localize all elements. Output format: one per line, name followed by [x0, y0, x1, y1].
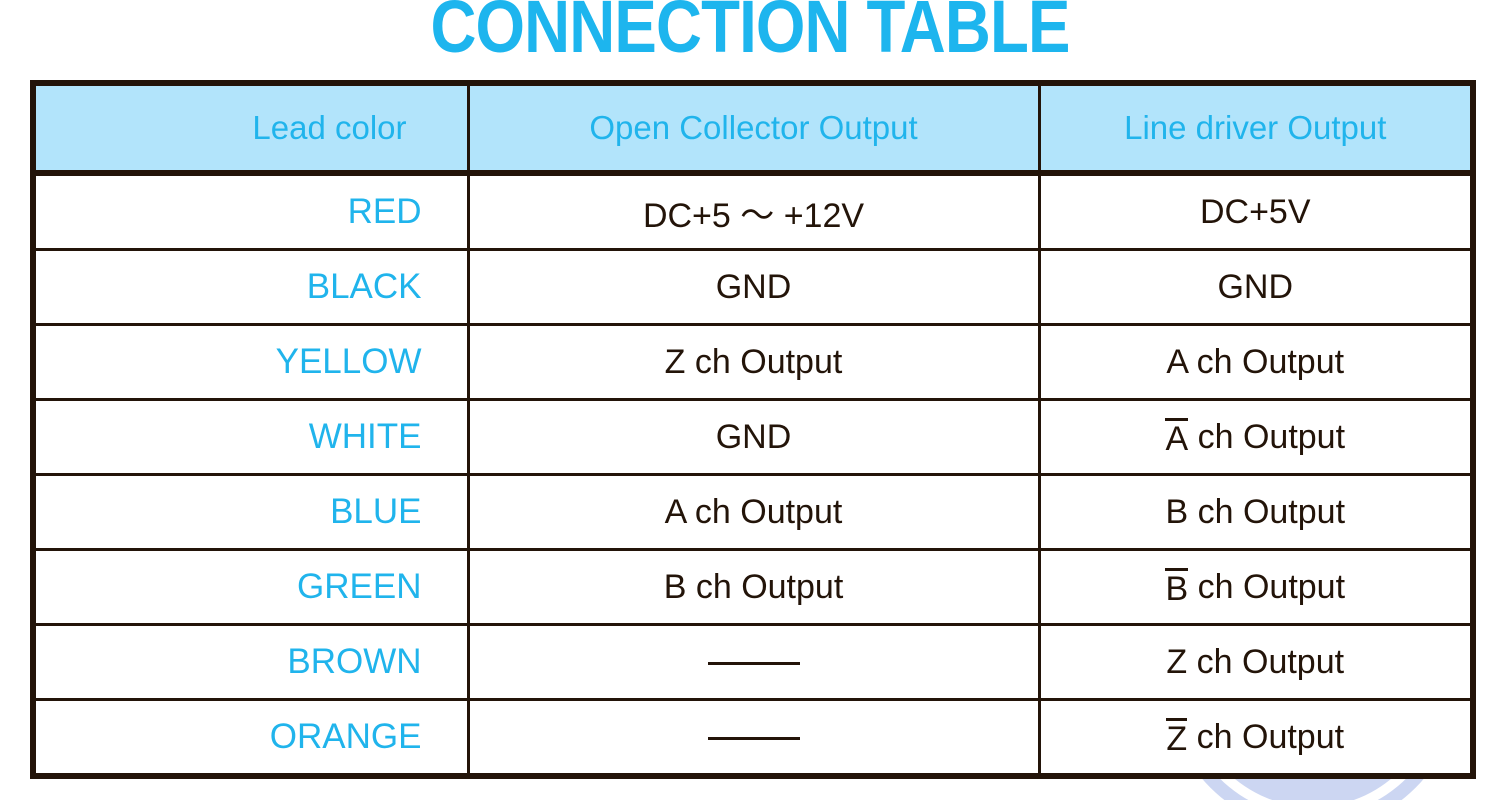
cell-lead-color: GREEN [30, 548, 470, 626]
column-header-open-collector-output: Open Collector Output [466, 80, 1041, 176]
cell-lead-color: BLACK [30, 248, 470, 326]
cell-open-collector-output: Z ch Output [466, 323, 1041, 401]
cell-line-driver-text: ch Output [1188, 417, 1346, 456]
cell-line-driver-output: GND [1037, 248, 1476, 326]
cell-lead-color: YELLOW [30, 323, 470, 401]
cell-lead-color: BLUE [30, 473, 470, 551]
cell-line-driver-output: A ch Output [1037, 398, 1476, 476]
cell-open-collector-output: B ch Output [466, 548, 1041, 626]
table-row: BROWN Z ch Output [30, 623, 1476, 701]
table-header-row: Lead color Open Collector Output Line dr… [30, 80, 1476, 176]
dash-placeholder [707, 737, 800, 741]
cell-open-collector-output: GND [466, 398, 1041, 476]
cell-line-driver-output: B ch Output [1037, 473, 1476, 551]
table-row: ORANGE Z ch Output [30, 698, 1476, 779]
cell-line-driver-text: ch Output [1188, 567, 1346, 606]
page-title: CONNECTION TABLE [430, 0, 1070, 68]
cell-open-collector-output [466, 698, 1041, 779]
column-header-lead-color: Lead color [30, 80, 470, 176]
cell-line-driver-output: Z ch Output [1037, 623, 1476, 701]
cell-line-driver-output: Z ch Output [1037, 698, 1476, 779]
cell-line-driver-output: DC+5V [1037, 171, 1476, 251]
cell-lead-color: WHITE [30, 398, 470, 476]
cell-open-collector-output: A ch Output [466, 473, 1041, 551]
cell-open-collector-output [466, 623, 1041, 701]
cell-lead-color: BROWN [30, 623, 470, 701]
connection-table: Lead color Open Collector Output Line dr… [30, 80, 1476, 779]
table-header: Lead color Open Collector Output Line dr… [30, 80, 1476, 176]
connection-table-container: Lead color Open Collector Output Line dr… [30, 80, 1476, 779]
overline-symbol: Z [1166, 717, 1188, 758]
cell-lead-color: RED [30, 171, 470, 251]
overline-symbol: A [1165, 417, 1189, 458]
cell-open-collector-output: DC+5 〜 +12V [466, 171, 1041, 251]
cell-lead-color: ORANGE [30, 698, 470, 779]
cell-open-collector-output: GND [466, 248, 1041, 326]
column-header-line-driver-output: Line driver Output [1037, 80, 1476, 176]
cell-line-driver-output: B ch Output [1037, 548, 1476, 626]
overline-symbol: B [1165, 567, 1189, 608]
cell-line-driver-output: A ch Output [1037, 323, 1476, 401]
dash-placeholder [707, 662, 800, 666]
cell-line-driver-text: ch Output [1187, 717, 1345, 756]
